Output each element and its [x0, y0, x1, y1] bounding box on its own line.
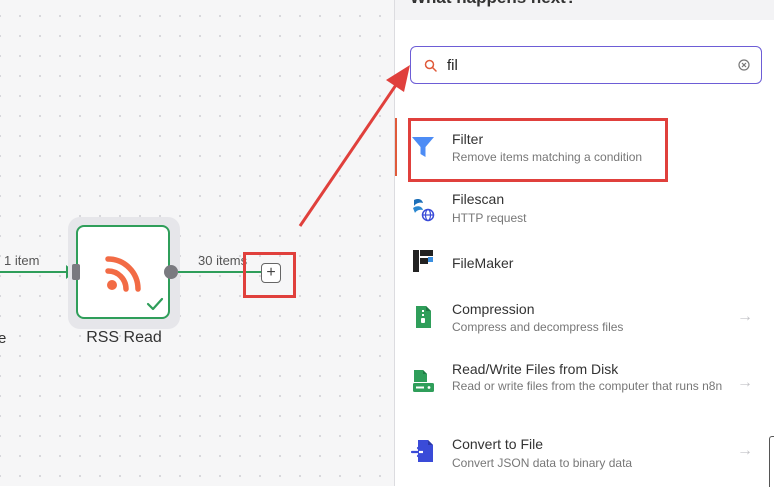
result-item-read-write-files[interactable]: Read/Write Files from Disk Read or write… — [395, 354, 774, 416]
result-arrow-icon: → — [737, 308, 753, 325]
node-output-handle[interactable] — [164, 265, 178, 279]
panel-title: What happens next? — [410, 0, 576, 8]
node-label: RSS Read — [86, 329, 162, 346]
compression-icon — [416, 306, 431, 328]
incoming-items-label: 1 item — [4, 253, 40, 268]
result-title: Filescan — [452, 191, 505, 207]
read-write-files-icon — [413, 370, 434, 392]
node-creator-panel: What happens next? Filter Remove items m… — [394, 0, 774, 486]
result-item-convert-to-file[interactable]: Convert to File Convert JSON data to bin… — [395, 426, 774, 482]
result-item-compression[interactable]: Compression Compress and decompress file… — [395, 294, 774, 350]
search-input[interactable] — [447, 55, 727, 75]
outgoing-connection — [178, 271, 262, 273]
result-title: Read/Write Files from Disk — [452, 361, 619, 377]
result-title: Filter — [452, 131, 484, 147]
search-box[interactable] — [410, 46, 762, 84]
result-description: Convert JSON data to binary data — [452, 456, 633, 470]
panel-header: What happens next? — [395, 0, 774, 20]
result-item-filescan[interactable]: Filescan HTTP request — [395, 180, 774, 228]
result-description: HTTP request — [452, 211, 527, 225]
previous-node-label-fragment: e — [0, 330, 7, 347]
incoming-connection — [0, 271, 72, 273]
filter-icon — [412, 137, 434, 157]
search-icon — [424, 59, 437, 72]
workflow-canvas[interactable]: 1 item e RSS Read 30 items + — [0, 0, 394, 486]
result-title: Compression — [452, 301, 535, 317]
result-description: Read or write files from the computer th… — [452, 379, 723, 393]
scrollbar-edge[interactable] — [769, 436, 774, 487]
filescan-icon — [413, 199, 435, 222]
add-node-button[interactable]: + — [261, 263, 281, 283]
result-item-filemaker[interactable]: FileMaker — [395, 238, 774, 286]
convert-to-file-icon — [410, 440, 433, 462]
outgoing-items-label: 30 items — [198, 253, 248, 268]
result-title: Convert to File — [452, 436, 544, 452]
result-title: FileMaker — [452, 255, 514, 271]
success-check-icon — [146, 297, 164, 311]
node-input-handle[interactable] — [72, 264, 80, 280]
filemaker-icon — [413, 250, 433, 272]
result-arrow-icon: → — [737, 442, 753, 459]
rss-icon — [105, 256, 141, 292]
result-description: Compress and decompress files — [452, 320, 624, 334]
result-item-filter[interactable]: Filter Remove items matching a condition — [395, 108, 774, 178]
result-description: Remove items matching a condition — [452, 150, 643, 164]
result-arrow-icon: → — [737, 374, 753, 391]
plus-icon: + — [266, 264, 276, 281]
clear-search-icon[interactable] — [738, 59, 750, 71]
rss-read-node[interactable] — [76, 225, 170, 319]
